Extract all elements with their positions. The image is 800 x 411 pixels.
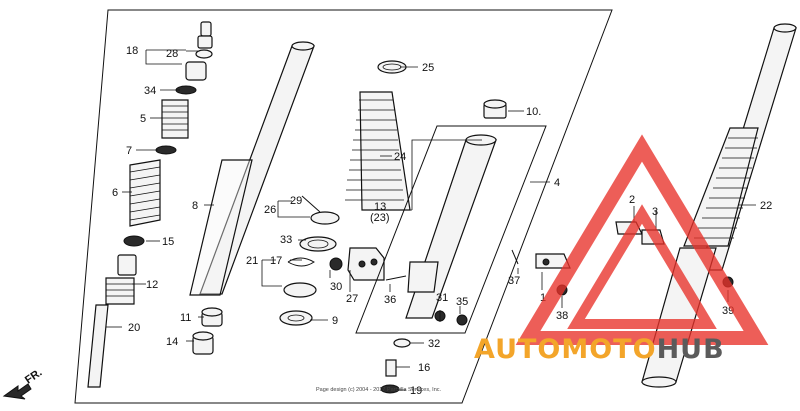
- callout-12: 12: [146, 279, 158, 291]
- part-29-screw: [301, 195, 321, 213]
- part-33-seal: [299, 236, 337, 252]
- callout-36: 36: [384, 294, 396, 306]
- callout-1: 1: [540, 292, 546, 304]
- part-30-nut: [329, 257, 343, 271]
- callout-11: 11: [180, 312, 191, 324]
- watermark-logo: [515, 134, 769, 345]
- part-35-bolt: [456, 314, 468, 326]
- copyright-notice: Page design (c) 2004 - 2017 Partzilla Se…: [316, 387, 442, 393]
- callout-35: 35: [456, 296, 468, 308]
- callout-34: 34: [144, 85, 156, 97]
- callout-13: 13: [374, 201, 386, 213]
- callout-15: 15: [162, 236, 174, 248]
- part-10-collar: [483, 99, 507, 119]
- callout-27: 27: [346, 293, 358, 305]
- part-32-washer: [393, 338, 411, 348]
- callout-18: 18: [126, 45, 138, 57]
- callout-30: 30: [330, 281, 342, 293]
- callout-29: 29: [290, 195, 302, 207]
- part-16-bolt: [385, 359, 397, 377]
- callout-26: 26: [264, 204, 276, 216]
- callout-31: 31: [436, 292, 448, 304]
- callout-28: 28: [166, 48, 178, 60]
- part-7-washer: [155, 145, 177, 155]
- callout-32: 32: [428, 338, 440, 350]
- part-26-clamp: [310, 211, 340, 225]
- callout-23: (23): [370, 212, 390, 224]
- callout-19: 19: [410, 385, 422, 397]
- part-27-bracket: [347, 247, 385, 281]
- callout-21: 21: [246, 255, 258, 267]
- callout-2: 2: [629, 194, 635, 206]
- callout-22: 22: [760, 200, 772, 212]
- callout-5: 5: [140, 113, 146, 125]
- callout-10: 10.: [526, 106, 541, 118]
- exploded-view-panel: [74, 9, 613, 404]
- callout-25: 25: [422, 62, 434, 74]
- part-20-rod: [87, 304, 109, 388]
- part-18-cap: [197, 21, 213, 49]
- part-36-bolt: [385, 275, 407, 281]
- callout-6: 6: [112, 187, 118, 199]
- callout-33: 33: [280, 234, 292, 246]
- part-25-clamp: [377, 60, 407, 74]
- callout-16: 16: [418, 362, 430, 374]
- part-12-seat: [105, 254, 137, 305]
- callout-24: 24: [394, 151, 406, 163]
- callout-4: 4: [554, 177, 560, 189]
- callout-17: 17: [270, 255, 282, 267]
- callout-9: 9: [332, 315, 338, 327]
- part-17-clip: [287, 257, 315, 267]
- part-37-bolt: [511, 249, 519, 265]
- watermark-text: AUTOMOTOHUB: [474, 334, 725, 365]
- direction-label: FR.: [23, 367, 44, 387]
- part-1-clamp: [535, 253, 571, 269]
- callout-8: 8: [192, 200, 198, 212]
- part-8-inner-tube: [189, 41, 315, 296]
- watermark-word-colored: AUTOMOTO: [474, 334, 657, 365]
- callout-37: 37: [508, 275, 520, 287]
- callout-7: 7: [126, 145, 132, 157]
- outer-tube-panel: [355, 125, 547, 334]
- front-direction-arrow: [2, 383, 32, 400]
- part-14-bush: [192, 331, 214, 355]
- callout-38: 38: [556, 310, 568, 322]
- part-9-seal: [279, 310, 313, 326]
- part-21-seal: [283, 282, 317, 298]
- callout-14: 14: [166, 336, 178, 348]
- part-15-ring: [123, 235, 145, 247]
- part-28-washer: [195, 49, 213, 59]
- part-19-washer: [380, 384, 400, 394]
- part-22-fork-assembly: [641, 23, 797, 388]
- part-11-bush: [201, 307, 223, 327]
- callout-3: 3: [652, 206, 658, 218]
- part-34-bolt: [175, 61, 207, 95]
- part-5-spring-upper: [161, 99, 189, 139]
- part-13-outer-tube: [405, 134, 497, 319]
- part-6-spring: [129, 159, 161, 227]
- watermark-word-dark: HUB: [657, 334, 725, 365]
- callout-20: 20: [128, 322, 140, 334]
